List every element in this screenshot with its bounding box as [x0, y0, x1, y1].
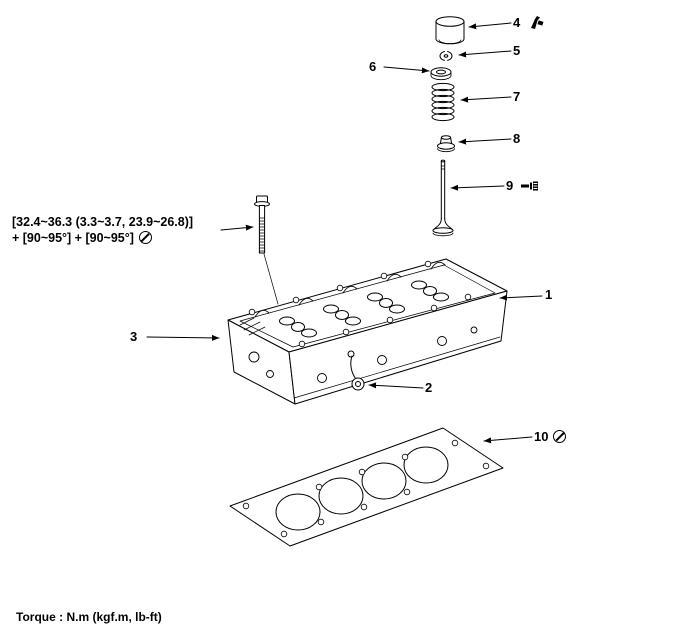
leader-lines	[146, 22, 543, 444]
spring-retainer-drawing	[430, 67, 452, 81]
callout-5-label: 5	[513, 43, 521, 58]
torque-spec-line1: [32.4~36.3 (3.3~3.7, 23.9~26.8)]	[12, 215, 194, 229]
non-reusable-icon	[138, 231, 152, 244]
head-gasket-drawing	[229, 427, 504, 547]
callout-7: 7	[513, 90, 520, 104]
sst-icon	[529, 15, 544, 29]
non-reusable-icon	[553, 430, 567, 443]
torque-units-note: Torque : N.m (kgf.m, lb-ft)	[16, 610, 162, 624]
valve-stem-seal-drawing	[437, 135, 455, 153]
callout-5: 5	[513, 44, 520, 58]
callout-9: 9	[506, 179, 513, 193]
valve-spring-drawing	[431, 82, 455, 122]
callout-10: 10	[534, 429, 567, 444]
callout-2: 2	[425, 381, 432, 395]
callout-7-label: 7	[513, 89, 521, 104]
head-bolt-drawing	[254, 195, 279, 305]
callout-4: 4	[513, 16, 520, 30]
callout-3: 3	[130, 330, 137, 344]
callout-1-label: 1	[545, 287, 553, 302]
callout-2-label: 2	[425, 380, 433, 395]
callout-4-label: 4	[513, 15, 521, 30]
callout-10-label: 10	[534, 429, 549, 444]
sst-icon	[521, 180, 538, 192]
callout-6: 6	[369, 60, 376, 74]
valve-tappet-drawing	[435, 16, 465, 45]
callout-8: 8	[513, 132, 520, 146]
callout-8-label: 8	[513, 131, 521, 146]
callout-3-label: 3	[130, 329, 138, 344]
callout-9-label: 9	[506, 178, 514, 193]
retainer-lock-drawing	[439, 50, 453, 62]
torque-spec-line2: + [90~95°] + [90~95°]	[12, 231, 134, 245]
callout-6-label: 6	[369, 59, 377, 74]
oil-pipe-fitting-drawing	[347, 350, 365, 391]
valve-drawing	[432, 159, 454, 237]
torque-spec-note: [32.4~36.3 (3.3~3.7, 23.9~26.8)] + [90~9…	[12, 214, 193, 246]
callout-1: 1	[545, 288, 552, 302]
cylinder-head-drawing	[227, 258, 508, 405]
